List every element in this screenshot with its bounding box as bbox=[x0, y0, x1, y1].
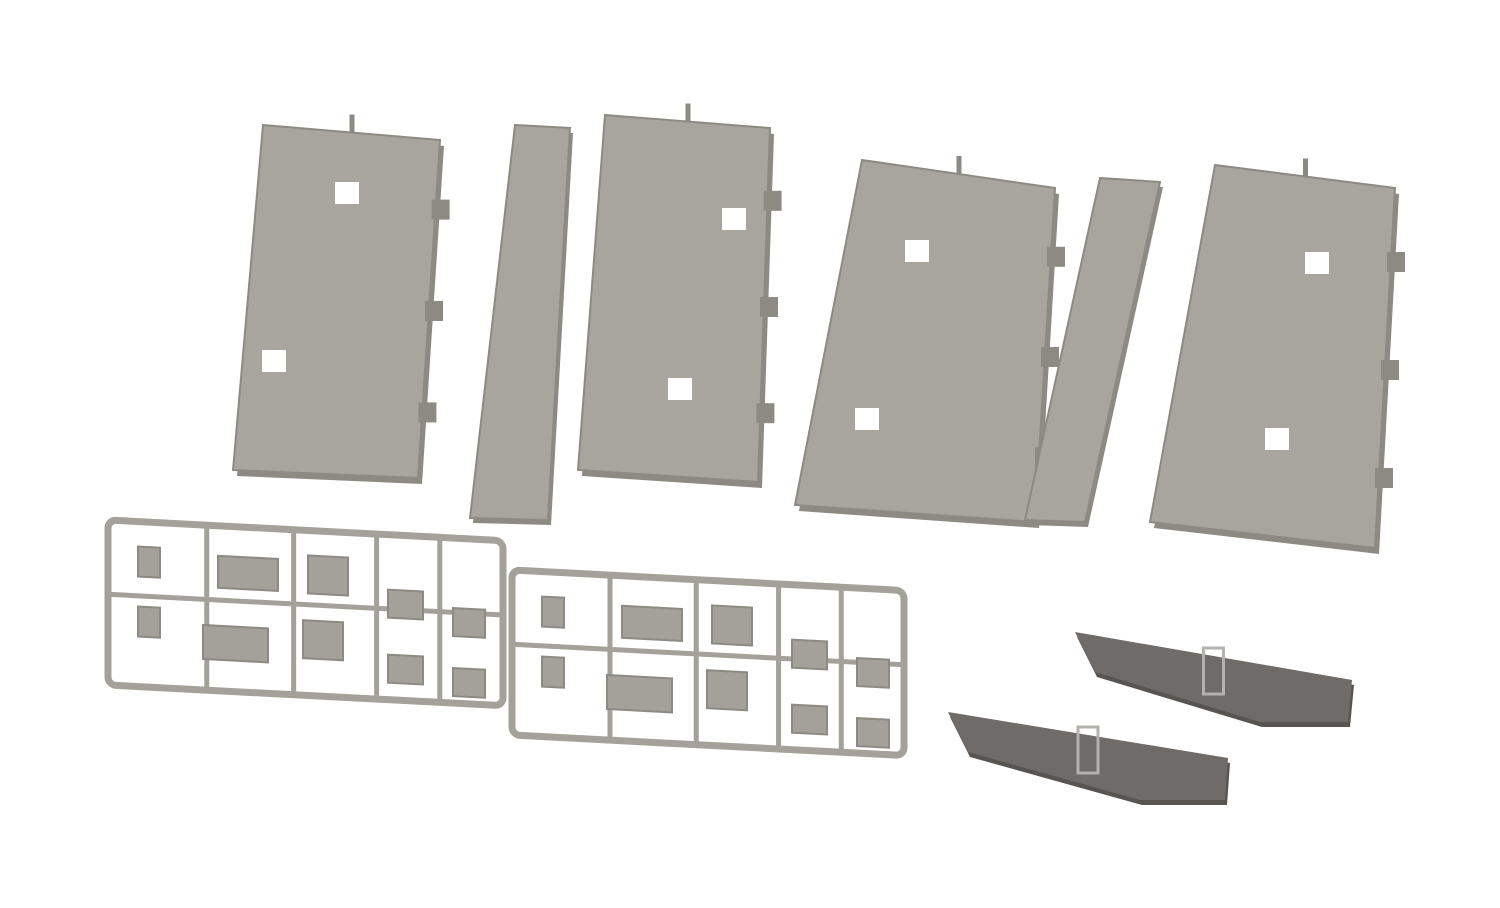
sprue-part bbox=[606, 673, 673, 714]
wedge-connector bbox=[1202, 646, 1225, 696]
plate-hole bbox=[668, 378, 692, 400]
sprue-part bbox=[856, 657, 890, 689]
plate-hole bbox=[262, 350, 286, 372]
plate-hole bbox=[1305, 252, 1329, 274]
center-strip bbox=[468, 123, 573, 525]
plate-surface bbox=[793, 158, 1057, 524]
floor-plates bbox=[231, 103, 1405, 554]
sprue-part bbox=[217, 554, 279, 592]
sprue-part bbox=[791, 703, 828, 736]
plate-tab bbox=[425, 301, 443, 321]
plate-surface bbox=[576, 113, 772, 484]
sprue-runner bbox=[512, 641, 904, 668]
plate-tab bbox=[1047, 246, 1065, 267]
floor-plate bbox=[1148, 158, 1405, 554]
sprue-part bbox=[387, 588, 424, 621]
sprue-part bbox=[452, 667, 486, 699]
wedge-surface bbox=[1075, 632, 1352, 722]
plate-tab bbox=[760, 297, 778, 317]
plate-hole bbox=[905, 240, 929, 262]
sprue-runner bbox=[108, 591, 503, 618]
plate-pin bbox=[349, 114, 355, 133]
end-wedge bbox=[948, 712, 1230, 805]
plate-hole bbox=[855, 408, 879, 430]
floor-plate bbox=[793, 156, 1065, 528]
plate-tab bbox=[756, 403, 775, 424]
end-wedges bbox=[948, 632, 1354, 805]
sprue-outer bbox=[104, 516, 507, 709]
plate-pin bbox=[1303, 158, 1308, 177]
plate-tab bbox=[1375, 468, 1393, 488]
end-wedge bbox=[1075, 632, 1354, 727]
plate-surface bbox=[231, 123, 442, 480]
floor-plate bbox=[576, 103, 782, 488]
sprue-part bbox=[302, 619, 344, 662]
plate-pin bbox=[956, 156, 962, 174]
plate-hole bbox=[335, 182, 359, 204]
plate-hole bbox=[722, 208, 746, 230]
plate-tab bbox=[1041, 347, 1059, 367]
sprue-frame bbox=[508, 566, 908, 759]
plate-surface bbox=[1148, 163, 1397, 550]
center-strip bbox=[1023, 176, 1163, 527]
sprue-part bbox=[541, 655, 565, 689]
wedge-connector bbox=[1076, 725, 1100, 775]
plate-pin bbox=[685, 103, 691, 122]
sprue-frames bbox=[104, 516, 908, 759]
wedge-surface bbox=[948, 712, 1228, 800]
plate-tab bbox=[418, 402, 437, 423]
plate-tab bbox=[431, 199, 450, 220]
sprue-part bbox=[856, 717, 890, 749]
plate-tab bbox=[1381, 360, 1399, 380]
sprue-part bbox=[202, 623, 269, 664]
strip-surface bbox=[468, 123, 572, 522]
plate-hole bbox=[1265, 428, 1289, 450]
plate-tab bbox=[763, 190, 782, 211]
sprue-part bbox=[621, 604, 683, 642]
sprue-part bbox=[307, 554, 349, 597]
sprue-part bbox=[706, 669, 748, 712]
sprue-part bbox=[137, 545, 161, 579]
sprue-part bbox=[137, 605, 161, 639]
sprue-part bbox=[387, 653, 424, 686]
sprue-part bbox=[452, 607, 486, 639]
plate-tab bbox=[1387, 252, 1405, 272]
sprue-part bbox=[711, 604, 753, 647]
floor-plate bbox=[231, 114, 450, 484]
strip-surface bbox=[1023, 176, 1162, 524]
sprue-part bbox=[541, 595, 565, 629]
sprue-outer bbox=[508, 566, 908, 759]
sprue-part bbox=[791, 638, 828, 671]
sprue-frame bbox=[104, 516, 507, 709]
